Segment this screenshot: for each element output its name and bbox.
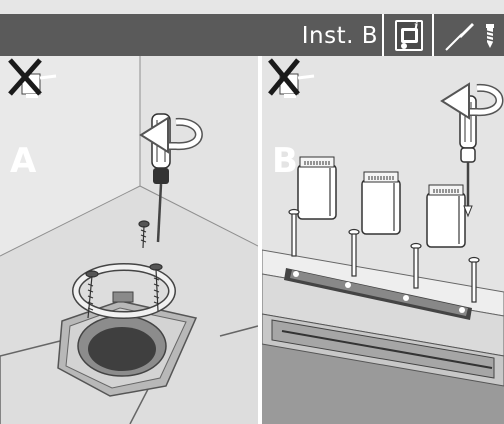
silicone-cartridge-icon [268,58,315,98]
panel-a-letter: A [10,141,37,181]
panel-b-letter: B [272,141,298,181]
installation-title: Inst. B [301,23,378,49]
info-manual-icon: i [395,19,423,51]
counterclockwise-arrow-icon [139,116,203,154]
screwdriver-screw-icon [445,23,495,51]
silicone-cartridge-icon [8,58,57,98]
panel-a-illustration [0,56,258,424]
top-strip [0,0,504,14]
panel-divider [258,56,262,424]
panel-b-illustration [262,56,504,424]
header-separator [432,14,434,56]
svg-text:i: i [414,19,419,33]
counterclockwise-arrow-icon [440,82,504,120]
header-separator [382,14,384,56]
